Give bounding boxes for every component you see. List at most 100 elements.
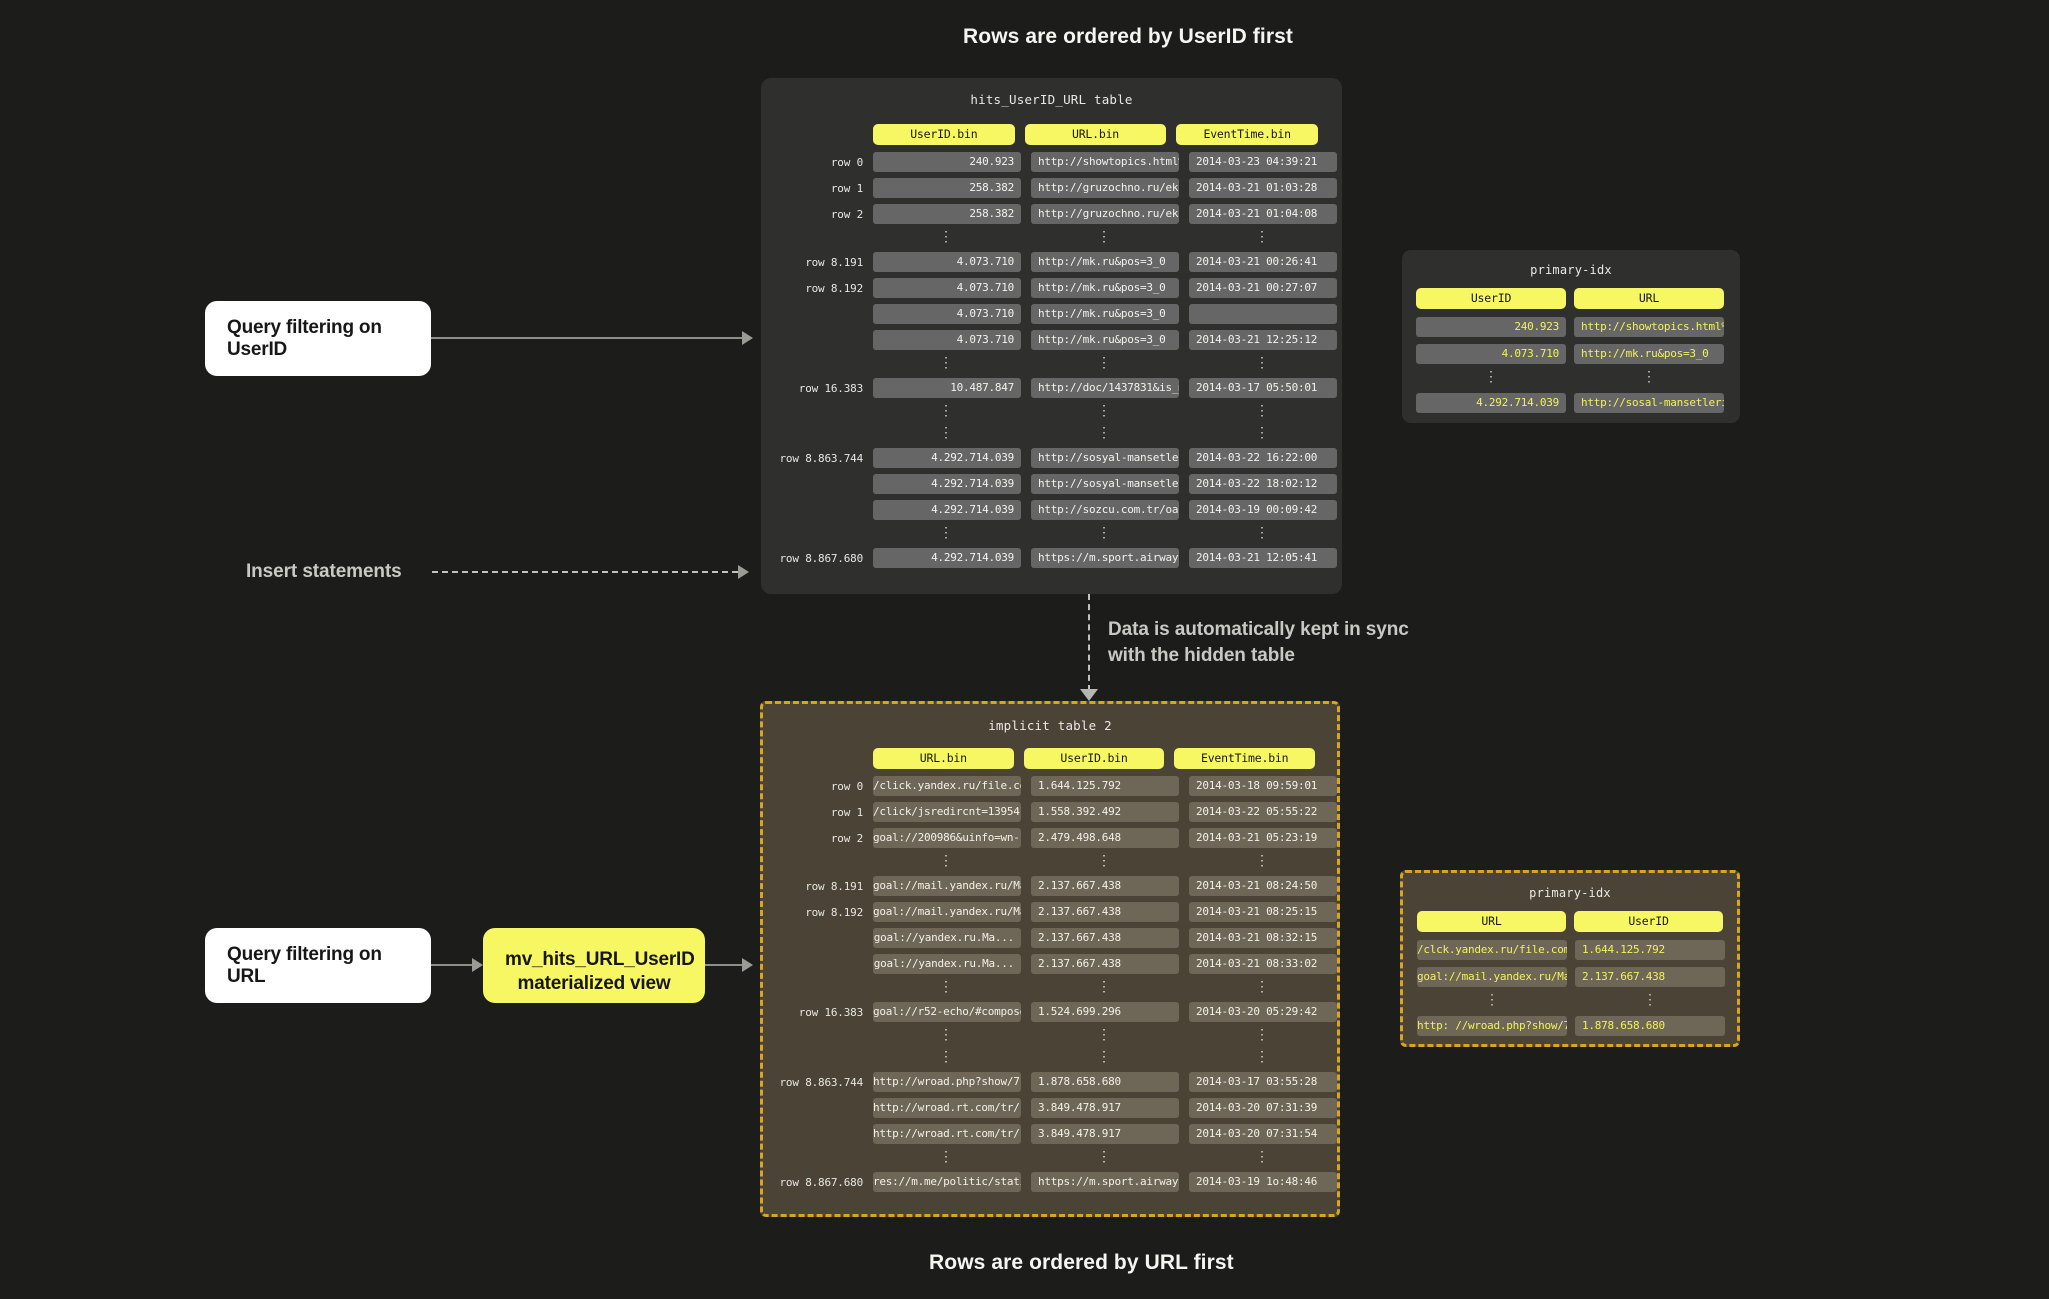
table-cell: 2.137.667.438	[1031, 954, 1179, 974]
vertical-ellipsis-icon	[1189, 1050, 1337, 1066]
table-cell: 2014-03-21 00:26:41	[1189, 252, 1337, 272]
vertical-ellipsis-icon	[873, 356, 1021, 372]
table-cell: http://mk.ru&pos=3_0	[1031, 304, 1179, 324]
table-cell: /click/jsredircnt=1395412...	[873, 802, 1021, 822]
query-filtering-userid-label: Query filtering on UserID	[227, 316, 382, 360]
idx-cell: http://sosal-mansetleri...	[1574, 393, 1724, 413]
idx-ellipsis-row	[1417, 994, 1723, 1009]
vertical-ellipsis-icon	[873, 854, 1021, 870]
vertical-ellipsis-icon	[1189, 1028, 1337, 1044]
table-cell: http://mk.ru&pos=3_0	[1031, 278, 1179, 298]
vertical-ellipsis-icon	[1189, 980, 1337, 996]
table-cell: 4.073.710	[873, 278, 1021, 298]
vertical-ellipsis-icon	[873, 1150, 1021, 1166]
table-cell: goal://r52-echo/#compose...	[873, 1002, 1021, 1022]
materialized-view-box[interactable]: mv_hits_URL_UserID materialized view	[483, 928, 705, 1003]
idx-cell: http: //wroad.php?show/7...	[1417, 1016, 1567, 1036]
top-caption: Rows are ordered by UserID first	[963, 25, 1293, 48]
vertical-ellipsis-icon	[1189, 230, 1337, 246]
url-query-to-mv-line	[431, 964, 473, 966]
column-header-0: URL.bin	[873, 748, 1014, 769]
table-cell: 2014-03-21 01:03:28	[1189, 178, 1337, 198]
userid-query-connector-line	[431, 337, 743, 339]
row-label: row 0	[830, 779, 863, 793]
table-cell: goal://mail.yandex.ru/Ma...	[873, 902, 1021, 922]
idx-column-header-0: URL	[1417, 911, 1566, 932]
table-ellipsis-row	[777, 1028, 1315, 1044]
table-row: http://wroad.rt.com/tr/...3.849.478.9172…	[777, 1124, 1337, 1144]
row-label: row 8.191	[805, 255, 863, 269]
table-cell: 2.479.498.648	[1031, 828, 1179, 848]
idx-header-row: URL UserID	[1417, 911, 1723, 932]
vertical-ellipsis-icon	[1189, 426, 1337, 442]
bottom-idx-title: primary-idx	[1529, 886, 1611, 900]
insert-statements-label: Insert statements	[246, 561, 402, 582]
table-cell: goal://mail.yandex.ru/Ma...	[873, 876, 1021, 896]
table-row: row 1258.382http://gruzochno.ru/ekat...2…	[777, 178, 1337, 198]
table-row: http://wroad.rt.com/tr/...3.849.478.9172…	[777, 1098, 1337, 1118]
table-cell: https://m.sport.airway/?	[1031, 548, 1179, 568]
table-cell: 2014-03-21 08:33:02	[1189, 954, 1337, 974]
table-cell: 1.878.658.680	[1031, 1072, 1179, 1092]
table-cell: 2014-03-23 04:39:21	[1189, 152, 1337, 172]
column-header-0: UserID.bin	[873, 124, 1015, 145]
sync-line-1: Data is automatically kept in sync	[1108, 619, 1409, 640]
table-cell: http://doc/1437831&is_mo...	[1031, 378, 1179, 398]
row-label: row 1	[830, 181, 863, 195]
table-cell: 2014-03-21 00:27:07	[1189, 278, 1337, 298]
idx-column-header-1: UserID	[1574, 911, 1723, 932]
table-cell: 4.292.714.039	[873, 500, 1021, 520]
idx-cell: http://showtopics.html%3...	[1574, 317, 1724, 337]
idx-column-header-0: UserID	[1416, 288, 1566, 309]
table-cell: 240.923	[873, 152, 1021, 172]
table-cell: 1.558.392.492	[1031, 802, 1179, 822]
bottom-table-title: implicit table 2	[988, 718, 1112, 733]
table-cell: 4.073.710	[873, 252, 1021, 272]
vertical-ellipsis-icon	[1031, 1050, 1179, 1066]
vertical-ellipsis-icon	[1031, 426, 1179, 442]
row-label: row 8.191	[805, 879, 863, 893]
table-cell: 2.137.667.438	[1031, 902, 1179, 922]
vertical-ellipsis-icon	[873, 230, 1021, 246]
table-cell: 2014-03-19 1o:48:46	[1189, 1172, 1337, 1192]
idx-row: 4.292.714.039 http://sosal-mansetleri...	[1416, 393, 1726, 413]
table-row: row 0240.923http://showtopics.html%3...2…	[777, 152, 1337, 172]
table-cell: 3.849.478.917	[1031, 1098, 1179, 1118]
table-cell: 2014-03-17 05:50:01	[1189, 378, 1337, 398]
query-filtering-url-bubble[interactable]: Query filtering on URL	[205, 928, 431, 1003]
vertical-ellipsis-icon	[1189, 526, 1337, 542]
table-cell: 2014-03-22 05:55:22	[1189, 802, 1337, 822]
vertical-ellipsis-icon	[873, 1028, 1021, 1044]
table-cell: /click.yandex.ru/file.co ...	[873, 776, 1021, 796]
row-label: row 16.383	[798, 381, 863, 395]
vertical-ellipsis-icon	[1031, 980, 1179, 996]
vertical-ellipsis-icon	[873, 1050, 1021, 1066]
row-label: row 8.863.744	[779, 1075, 864, 1089]
idx-row: /clck.yandex.ru/file.com...1.644.125.792	[1417, 940, 1725, 960]
table-cell: 2.137.667.438	[1031, 928, 1179, 948]
table-row: row 8.191goal://mail.yandex.ru/Ma...2.13…	[777, 876, 1337, 896]
vertical-ellipsis-icon	[1031, 1028, 1179, 1044]
insert-statements-arrow-icon	[738, 565, 749, 579]
idx-row: http: //wroad.php?show/7... 1.878.658.680	[1417, 1016, 1725, 1036]
idx-cell: 1.878.658.680	[1575, 1016, 1725, 1036]
idx-cell: 4.292.714.039	[1416, 393, 1566, 413]
column-header-2: EventTime.bin	[1176, 124, 1319, 145]
vertical-ellipsis-icon	[1031, 356, 1179, 372]
insert-statements-dashed-line	[432, 571, 738, 573]
table-cell: http://sozcu.com.tr/oaut	[1031, 500, 1179, 520]
row-label: row 8.192	[805, 281, 863, 295]
table-cell: 2014-03-21 08:24:50	[1189, 876, 1337, 896]
table-ellipsis-row	[777, 230, 1318, 246]
row-label: row 16.383	[798, 1005, 863, 1019]
table-cell: 2014-03-20 05:29:42	[1189, 1002, 1337, 1022]
query-filtering-userid-bubble[interactable]: Query filtering on UserID	[205, 301, 431, 376]
table-cell: 2014-03-20 07:31:39	[1189, 1098, 1337, 1118]
